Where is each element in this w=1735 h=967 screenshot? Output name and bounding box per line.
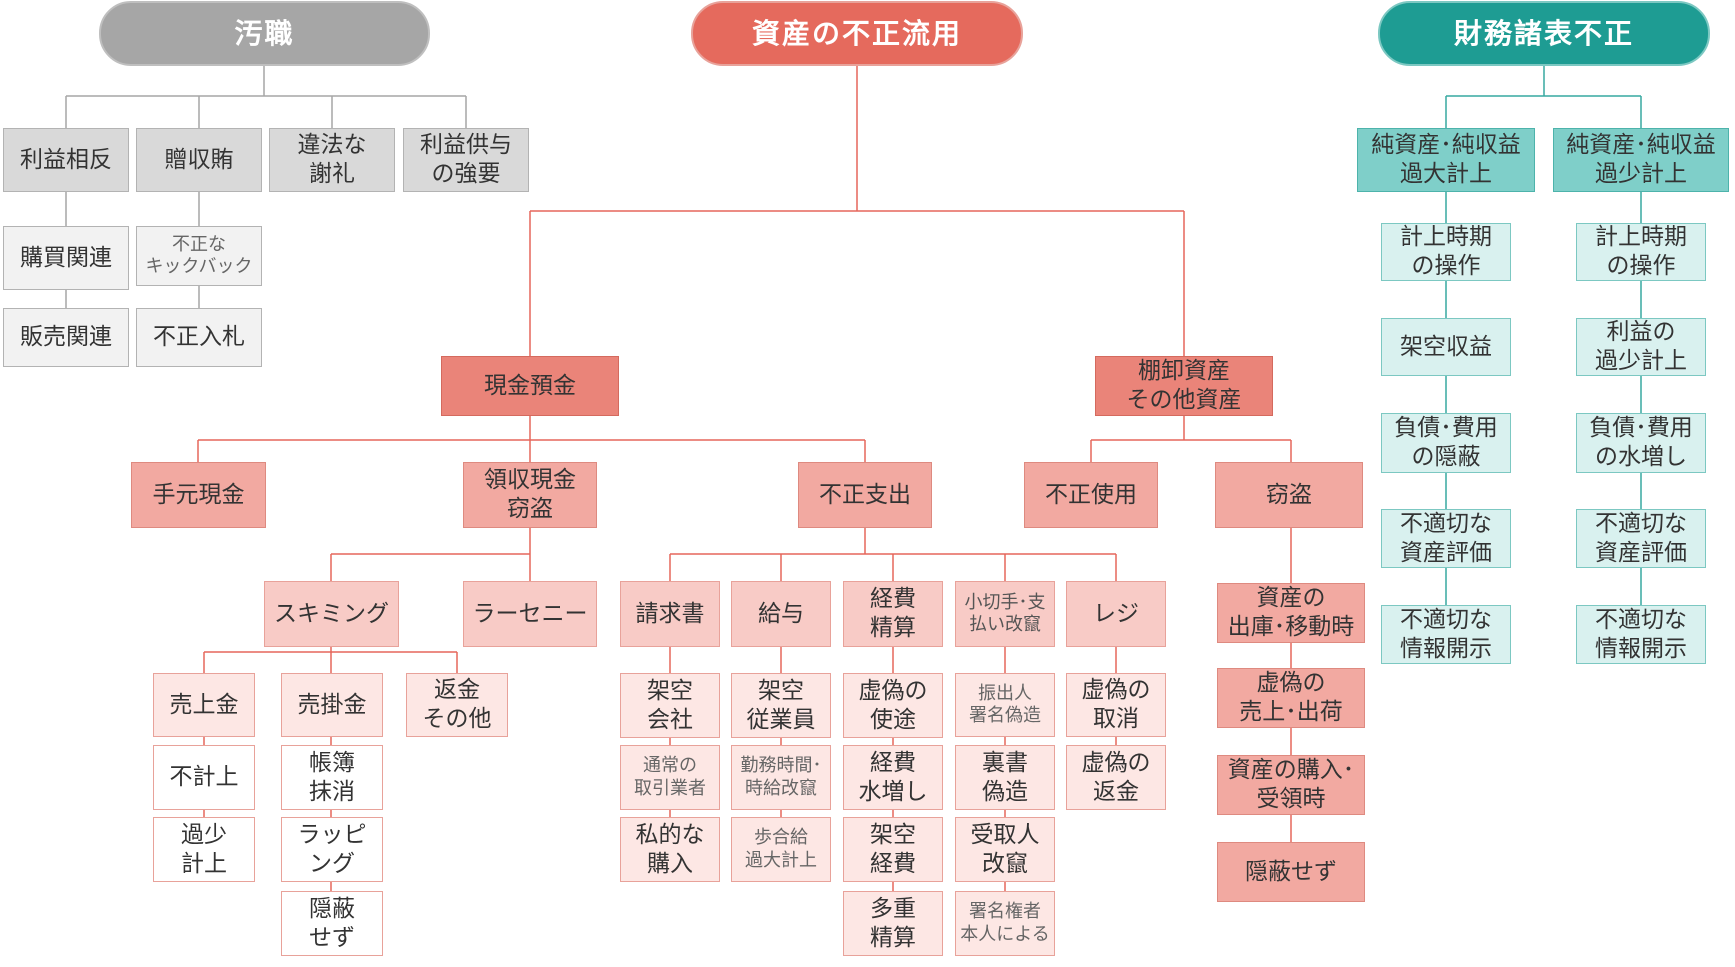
over-disclosure-box: 不適切な 情報開示 [1381, 605, 1511, 664]
payroll-box: 給与 [731, 581, 831, 647]
theft-box: 窃盗 [1215, 462, 1363, 528]
bribery-box: 贈収賄 [136, 128, 262, 192]
concealed-liabilities-box: 負債･費用 の隠蔽 [1381, 413, 1511, 473]
overstatement-box: 純資産･純収益 過大計上 [1357, 128, 1535, 192]
false-sales-box: 虚偽の 売上･出荷 [1217, 668, 1365, 728]
economic-extortion-box: 利益供与 の強要 [403, 128, 529, 192]
header-corruption: 汚職 [99, 1, 430, 66]
sales-schemes-box: 販売関連 [3, 308, 129, 367]
sales-box: 売上金 [153, 673, 255, 737]
altered-payee-box: 受取人 改竄 [955, 817, 1055, 882]
overstated-liabilities-box: 負債･費用 の水増し [1576, 413, 1706, 473]
billing-box: 請求書 [620, 581, 720, 647]
expense-reimbursement-box: 経費 精算 [843, 581, 943, 647]
mischaracterized-expense-box: 虚偽の 使途 [843, 673, 943, 738]
illegal-gratuities-box: 違法な 謝礼 [269, 128, 395, 192]
misuse-box: 不正使用 [1024, 462, 1158, 528]
write-off-box: 帳簿 抹消 [281, 745, 383, 810]
forged-endorsement-box: 裏書 偽造 [955, 745, 1055, 810]
understatement-box: 純資産･純収益 過少計上 [1553, 128, 1729, 192]
over-timing-box: 計上時期 の操作 [1381, 223, 1511, 281]
refunds-other-box: 返金 その他 [406, 673, 508, 737]
fraudulent-disbursements-box: 不正支出 [798, 462, 932, 528]
under-valuation-box: 不適切な 資産評価 [1576, 509, 1706, 568]
ghost-employee-box: 架空 従業員 [731, 673, 831, 738]
receivables-box: 売掛金 [281, 673, 383, 737]
inventory-other-assets-box: 棚卸資産 その他資産 [1095, 356, 1273, 416]
header-asset-misappropriation: 資産の不正流用 [691, 1, 1023, 66]
multiple-reimbursement-box: 多重 精算 [843, 891, 943, 956]
skimming-box: スキミング [264, 581, 399, 647]
commission-box: 歩合給 過大計上 [731, 817, 831, 882]
cash-box: 現金預金 [441, 356, 619, 416]
falsified-hours-box: 勤務時間･ 時給改竄 [731, 745, 831, 810]
kickback-box: 不正な キックバック [136, 226, 262, 286]
false-void-box: 虚偽の 取消 [1066, 673, 1166, 737]
normal-vendor-box: 通常の 取引業者 [620, 745, 720, 810]
unconcealed-box: 隠蔽 せず [281, 891, 383, 956]
false-refund-box: 虚偽の 返金 [1066, 745, 1166, 810]
shell-company-box: 架空 会社 [620, 673, 720, 738]
purchase-schemes-box: 購買関連 [3, 226, 129, 290]
understated-revenue-box: 利益の 過少計上 [1576, 318, 1706, 376]
lapping-box: ラッピ ング [281, 817, 383, 882]
conflict-of-interest-box: 利益相反 [3, 128, 129, 192]
larceny-box: ラーセニー [463, 581, 597, 647]
unconcealed-larceny-box: 隠蔽せず [1217, 842, 1365, 902]
check-tampering-box: 小切手･支 払い改竄 [955, 581, 1055, 647]
purchasing-receiving-box: 資産の購入･ 受領時 [1217, 755, 1365, 815]
fictitious-revenue-box: 架空収益 [1381, 318, 1511, 376]
bid-rigging-box: 不正入札 [136, 308, 262, 367]
theft-of-receipts-box: 領収現金 窃盗 [463, 462, 597, 528]
personal-purchase-box: 私的な 購入 [620, 817, 720, 882]
fictitious-expense-box: 架空 経費 [843, 817, 943, 882]
header-financial-statement-fraud: 財務諸表不正 [1378, 1, 1710, 66]
over-valuation-box: 不適切な 資産評価 [1381, 509, 1511, 568]
understated-box: 過少 計上 [153, 817, 255, 882]
overstated-expense-box: 経費 水増し [843, 745, 943, 810]
register-box: レジ [1066, 581, 1166, 647]
unrecorded-box: 不計上 [153, 745, 255, 810]
under-disclosure-box: 不適切な 情報開示 [1576, 605, 1706, 664]
authorized-maker-box: 署名権者 本人による [955, 891, 1055, 956]
under-timing-box: 計上時期 の操作 [1576, 223, 1706, 281]
asset-transfer-box: 資産の 出庫･移動時 [1217, 583, 1365, 643]
forged-maker-box: 振出人 署名偽造 [955, 673, 1055, 737]
cash-on-hand-box: 手元現金 [131, 462, 266, 528]
